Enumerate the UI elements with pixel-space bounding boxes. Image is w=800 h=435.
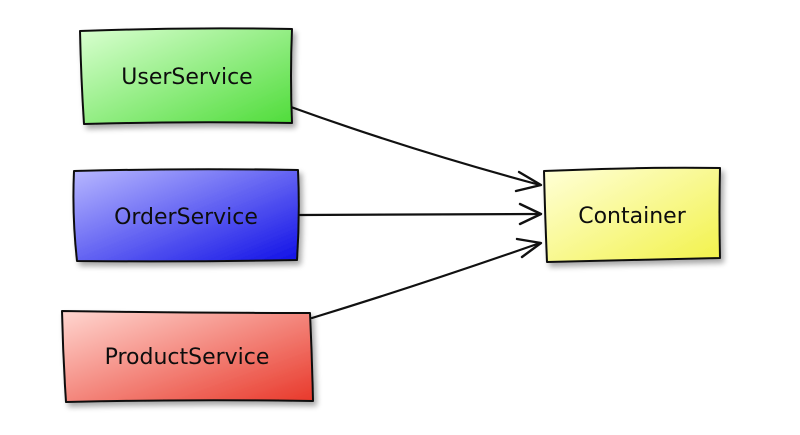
- edge-order-to-container: [298, 202, 543, 226]
- node-product-service[interactable]: ProductService: [61, 310, 314, 403]
- edge-product-to-container: [310, 237, 543, 320]
- node-product-service-label: ProductService: [105, 345, 270, 370]
- node-user-service-label: UserService: [121, 65, 252, 90]
- node-container[interactable]: Container: [543, 166, 721, 263]
- node-user-service[interactable]: UserService: [79, 27, 293, 125]
- edge-user-to-container: [289, 105, 543, 193]
- edges: [289, 105, 543, 320]
- node-container-label: Container: [578, 204, 686, 229]
- node-order-service[interactable]: OrderService: [72, 168, 300, 263]
- node-order-service-label: OrderService: [114, 205, 258, 230]
